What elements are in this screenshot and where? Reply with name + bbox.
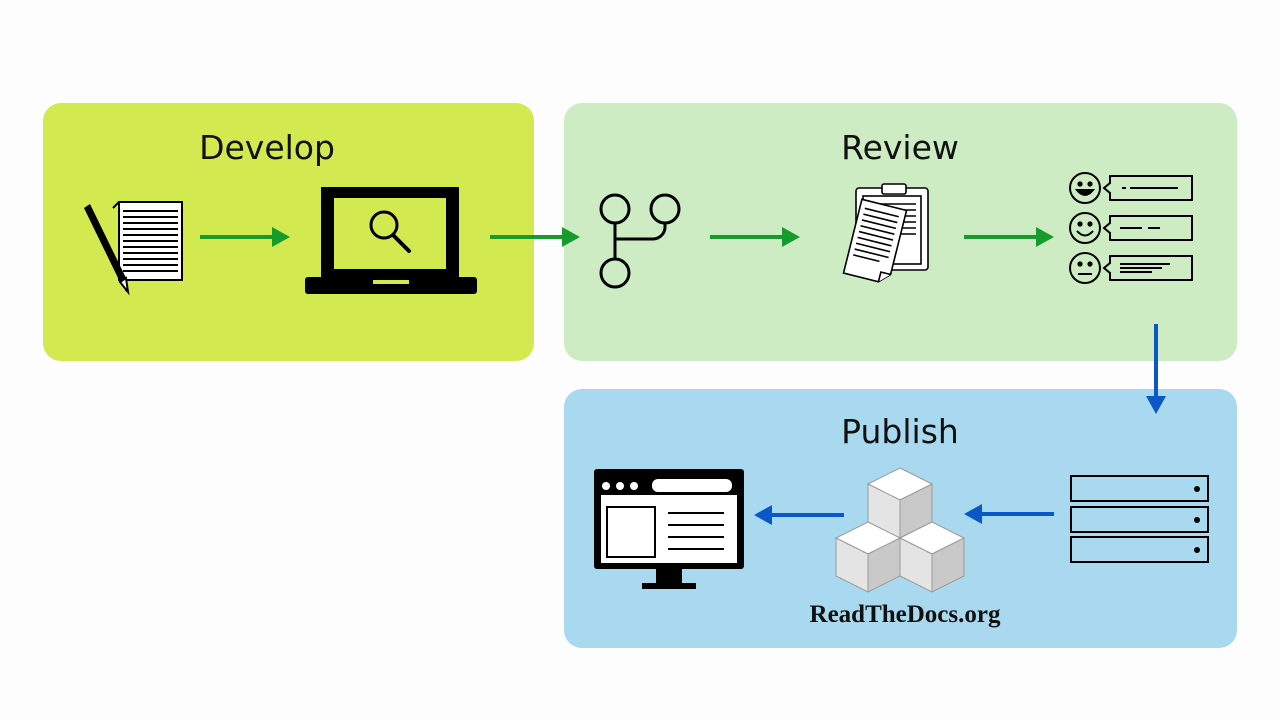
arrow-server-to-cubes bbox=[964, 504, 1054, 524]
git-branch-icon bbox=[599, 193, 681, 289]
arrow-cubes-to-web bbox=[754, 505, 844, 525]
clipboard-documents-icon bbox=[842, 183, 929, 283]
laptop-search-icon bbox=[305, 187, 477, 294]
arrow-docs-to-feedback bbox=[964, 227, 1054, 247]
arrow-write-to-build bbox=[200, 227, 290, 247]
develop-title: Develop bbox=[199, 128, 335, 167]
feedback-faces-icon bbox=[1069, 172, 1193, 284]
arrow-branch-to-docs bbox=[710, 227, 800, 247]
document-and-pen-icon bbox=[84, 201, 183, 296]
readthedocs-label: ReadTheDocs.org bbox=[809, 601, 1001, 628]
web-page-monitor-icon bbox=[594, 469, 744, 589]
arrow-review-to-publish bbox=[1146, 324, 1166, 414]
arrow-develop-to-review bbox=[490, 227, 580, 247]
publish-title: Publish bbox=[841, 412, 959, 451]
server-stack-icon bbox=[1070, 475, 1209, 563]
review-title: Review bbox=[841, 128, 959, 167]
cubes-icon bbox=[835, 467, 965, 593]
